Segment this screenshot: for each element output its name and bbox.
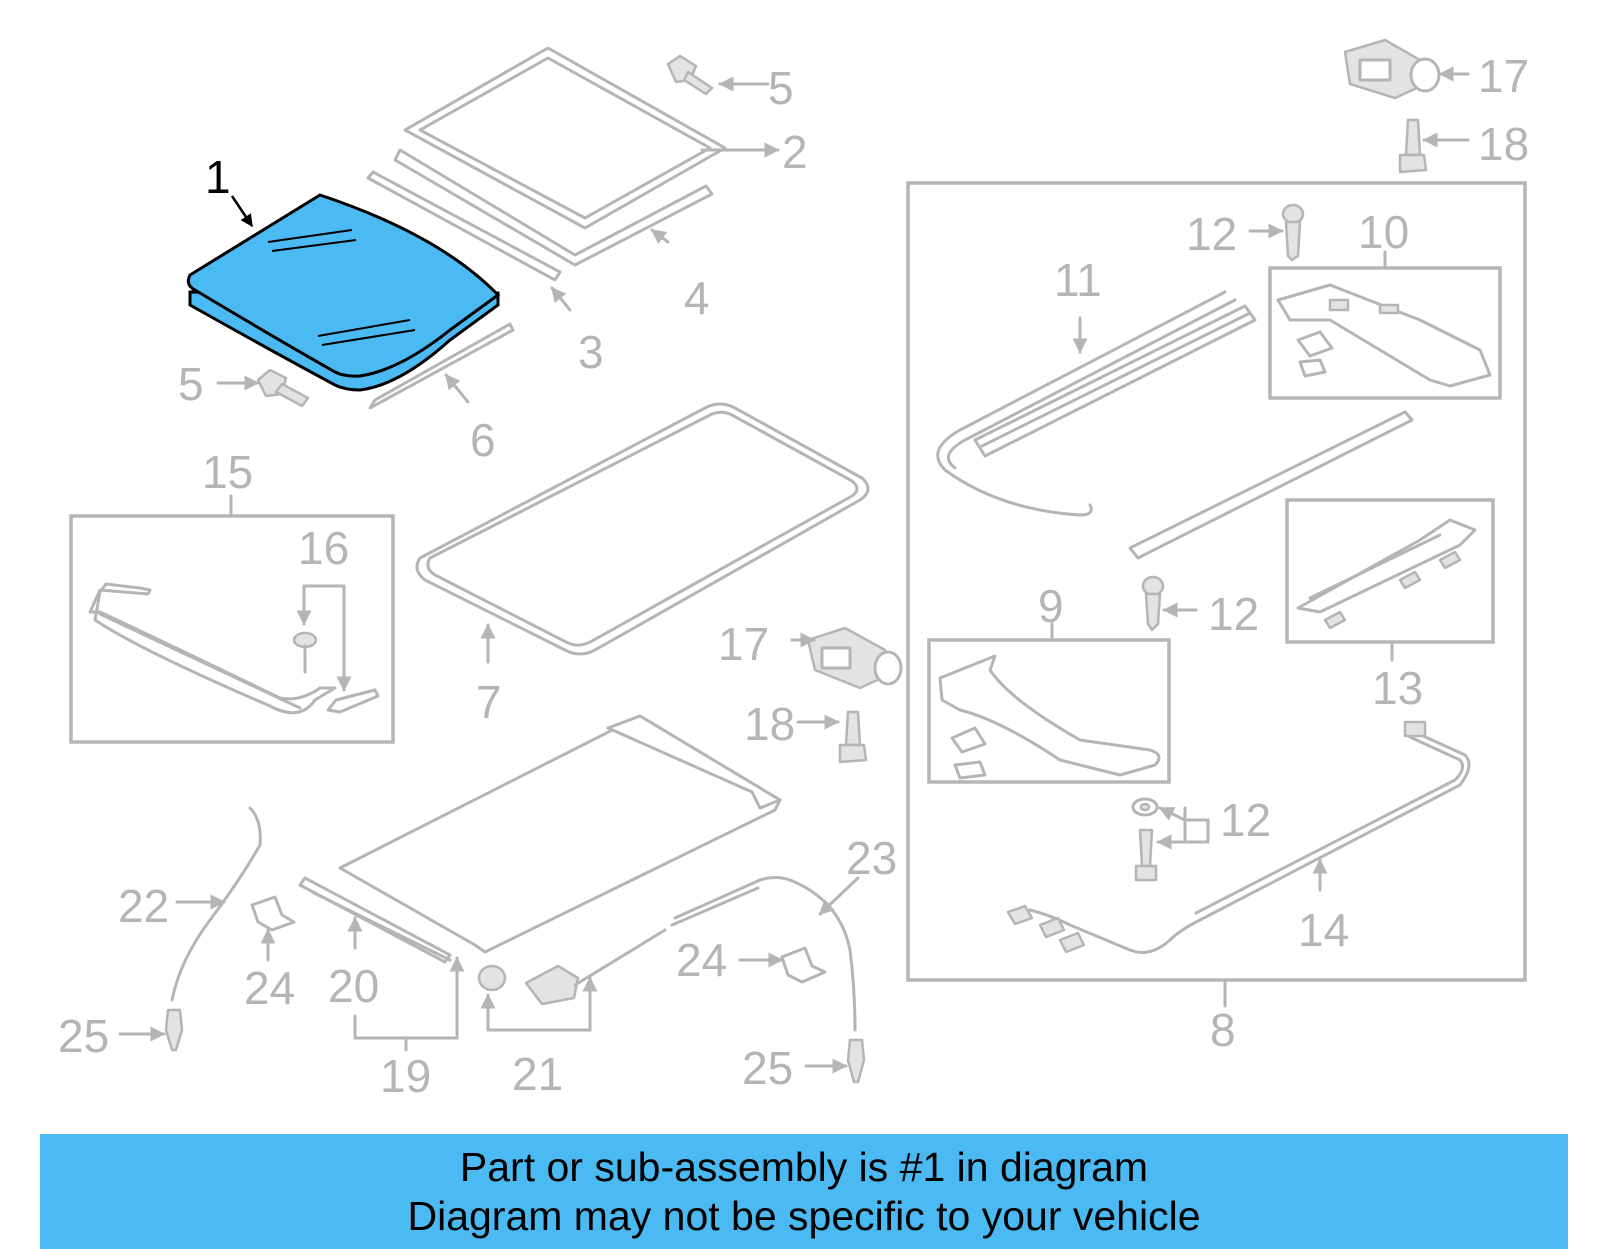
part-18-top <box>1398 118 1470 174</box>
group-15-box <box>69 494 395 744</box>
group-13-box <box>1285 498 1495 662</box>
callout-13: 13 <box>1372 662 1423 714</box>
part-22-hose <box>170 806 262 1002</box>
part-4-seal <box>393 148 714 267</box>
part-11-rails <box>936 290 1257 517</box>
callout-23: 23 <box>846 832 897 884</box>
callout-24-left: 24 <box>244 962 295 1014</box>
callout-18-top: 18 <box>1478 118 1529 170</box>
banner-line-part: Part or sub-assembly is #1 in diagram <box>459 1144 1149 1190</box>
callout-4: 4 <box>684 272 710 324</box>
part-1-glass-panel[interactable] <box>186 193 501 392</box>
part-12-bolt-top <box>1248 203 1305 262</box>
part-3-rail <box>366 170 572 312</box>
callout-20: 20 <box>328 960 379 1012</box>
part-5-bolt-left <box>216 368 310 408</box>
part-14-hose <box>1006 720 1471 954</box>
part-21-parts <box>477 928 667 1032</box>
callout-12-bottom: 12 <box>1220 794 1271 846</box>
part-11-rail-lower <box>1128 410 1414 560</box>
callout-5-top: 5 <box>768 62 794 114</box>
part-24-clip-left <box>250 895 296 962</box>
callout-22: 22 <box>118 880 169 932</box>
group-8-box <box>906 181 1527 1008</box>
callout-24-right: 24 <box>676 934 727 986</box>
callout-5-left: 5 <box>178 358 204 410</box>
callout-21: 21 <box>512 1048 563 1100</box>
callout-6: 6 <box>470 414 496 466</box>
part-7-seal <box>415 402 870 664</box>
callout-8: 8 <box>1210 1004 1236 1056</box>
callout-25-left: 25 <box>58 1010 109 1062</box>
callout-14: 14 <box>1298 904 1349 956</box>
callout-9: 9 <box>1038 580 1064 632</box>
callout-19: 19 <box>380 1050 431 1102</box>
part-25-right <box>804 1038 866 1084</box>
part-6-strip <box>368 322 515 410</box>
callout-12-mid: 12 <box>1208 588 1259 640</box>
callout-17-top: 17 <box>1478 50 1529 102</box>
part-12-washer-bolt <box>1131 797 1210 882</box>
callout-1: 1 <box>205 151 231 203</box>
callout-18-mid: 18 <box>744 698 795 750</box>
info-banner: Part or sub-assembly is #1 in diagram Di… <box>40 1134 1568 1249</box>
callout-15: 15 <box>202 446 253 498</box>
part-12-bolt-mid <box>1141 575 1198 632</box>
callout-10: 10 <box>1358 206 1409 258</box>
part-2-frame <box>403 46 780 230</box>
callout-11: 11 <box>1054 254 1102 306</box>
callout-17-mid: 17 <box>718 618 769 670</box>
part-25-left <box>118 1008 184 1052</box>
callout-16: 16 <box>298 522 349 574</box>
callout-12-top: 12 <box>1186 208 1237 260</box>
part-19-sunshade <box>298 714 782 1052</box>
callout-3: 3 <box>578 326 604 378</box>
group-10-box <box>1268 250 1502 400</box>
callout-2: 2 <box>782 126 808 178</box>
part-17-top <box>1343 38 1470 100</box>
part-18-mid <box>796 710 868 764</box>
callout-25-right: 25 <box>742 1042 793 1094</box>
part-17-mid <box>790 626 903 690</box>
callout-1-leader <box>230 195 254 228</box>
part-5-bolt-top <box>666 54 770 96</box>
group-9-box <box>927 622 1171 784</box>
part-23-hose <box>670 876 860 1032</box>
part-24-clip-right <box>738 946 827 984</box>
banner-line-disclaimer: Diagram may not be specific to your vehi… <box>407 1193 1201 1239</box>
callout-7: 7 <box>476 676 502 728</box>
